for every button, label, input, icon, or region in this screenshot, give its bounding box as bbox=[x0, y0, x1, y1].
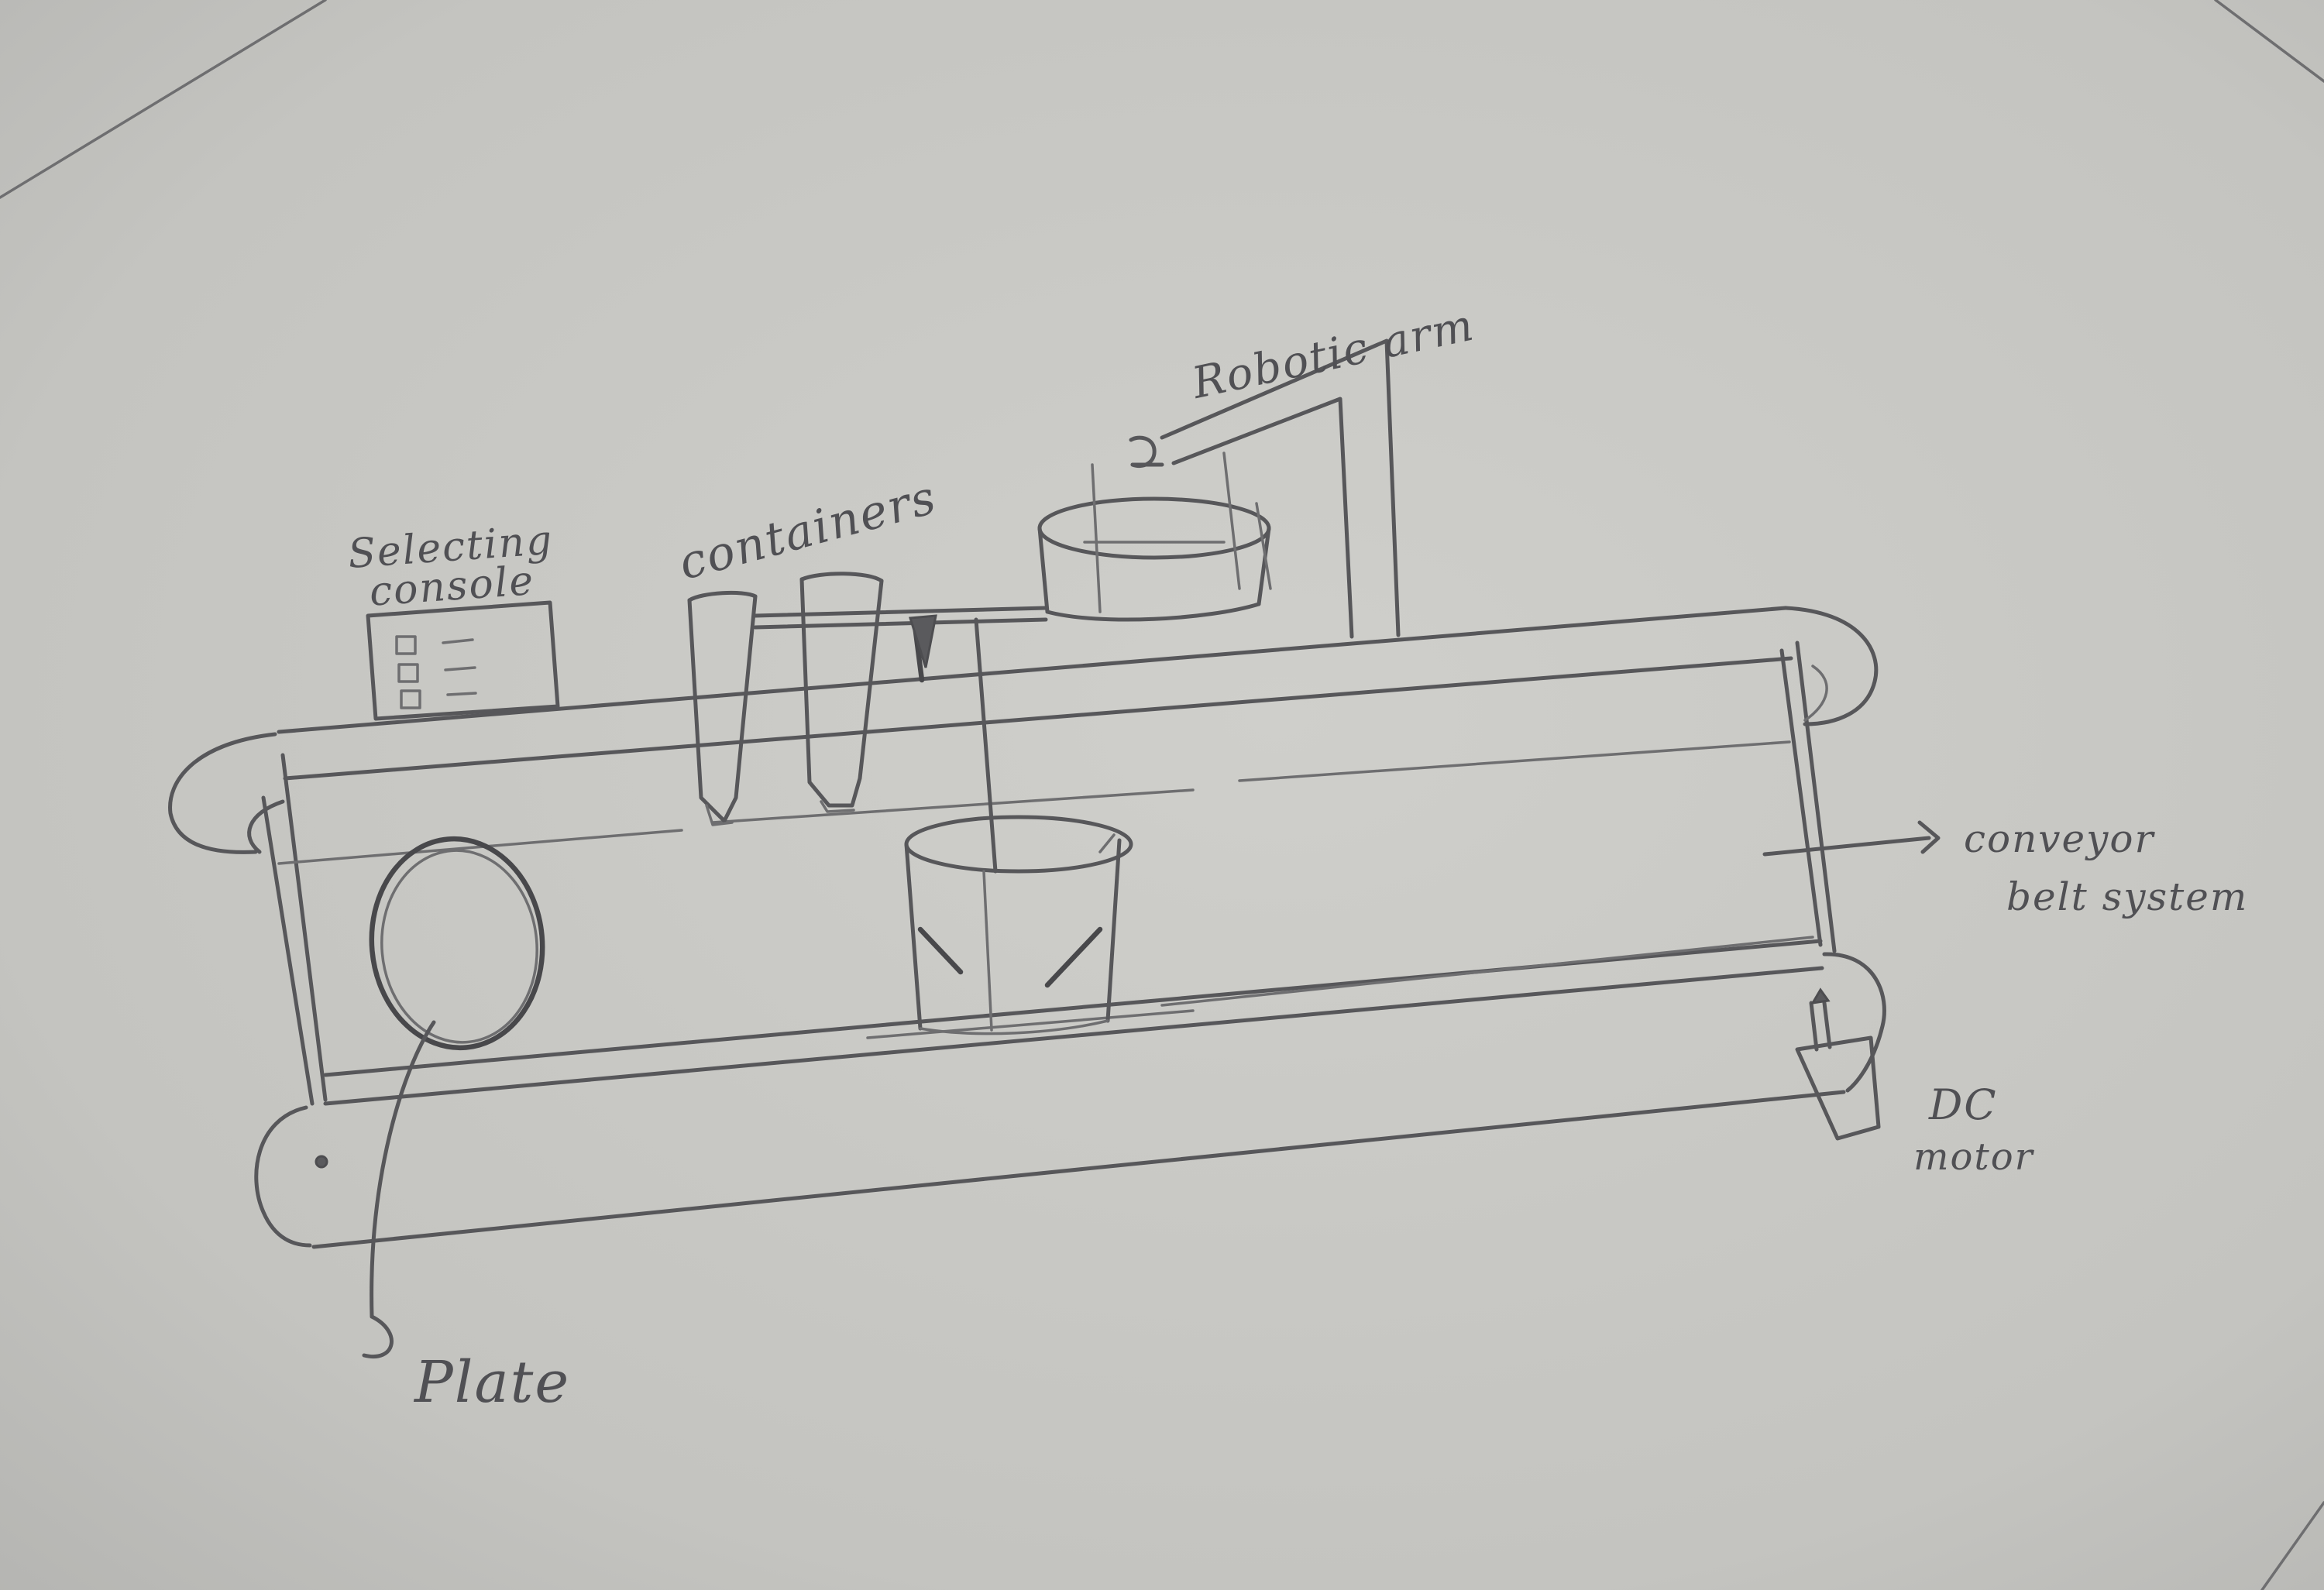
conveyor-belt-label-line1: conveyor bbox=[1964, 816, 2155, 861]
plate-label: Plate bbox=[413, 1349, 570, 1416]
conveyor-belt-label-line2: belt system bbox=[2006, 874, 2248, 919]
dc-motor-label-line1: DC bbox=[1928, 1080, 1998, 1129]
dc-motor-label-line2: motor bbox=[1913, 1135, 2035, 1179]
